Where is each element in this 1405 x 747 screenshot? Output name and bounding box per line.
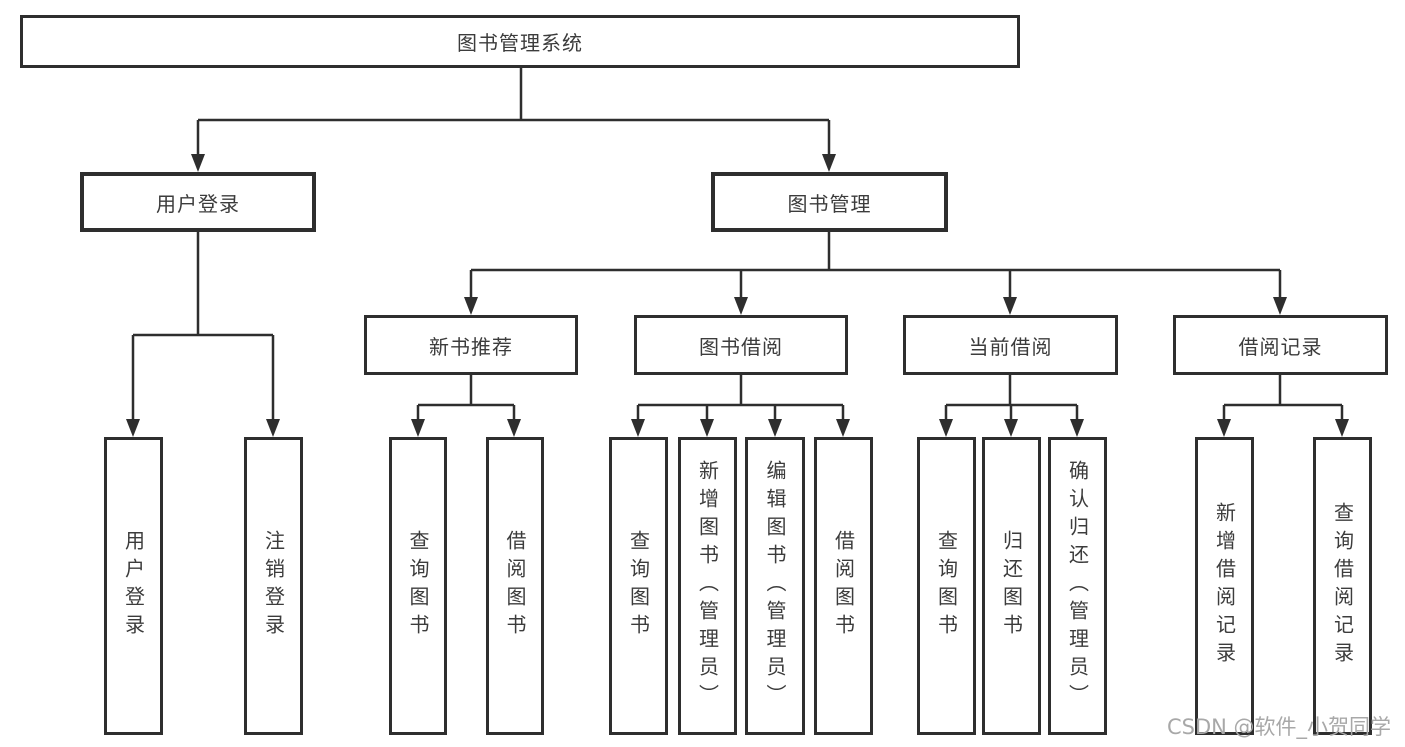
connector-current-borrow-to-leaves bbox=[944, 375, 1079, 421]
leaf-borrow-books-recommend: 借阅图书 bbox=[486, 437, 544, 735]
leaf-query-borrow-record: 查询借阅记录 bbox=[1313, 437, 1372, 735]
leaf-edit-books-admin-label: 编辑图书（管理员） bbox=[763, 460, 787, 712]
node-new-book-recommend: 新书推荐 bbox=[364, 315, 578, 375]
leaf-user-login-label: 用户登录 bbox=[121, 530, 146, 642]
node-current-borrow: 当前借阅 bbox=[903, 315, 1118, 375]
leaf-add-borrow-record: 新增借阅记录 bbox=[1195, 437, 1254, 735]
connector-root-to-level2 bbox=[196, 68, 831, 157]
node-current-borrow-label: 当前借阅 bbox=[968, 334, 1053, 359]
arrowhead bbox=[266, 419, 280, 437]
node-borrow-records: 借阅记录 bbox=[1173, 315, 1388, 375]
leaf-query-books-recommend-label: 查询图书 bbox=[406, 530, 430, 642]
arrowhead bbox=[768, 419, 782, 437]
connector-book-management-to-level3 bbox=[469, 232, 1282, 299]
arrowhead bbox=[464, 297, 478, 315]
leaf-return-books: 归还图书 bbox=[982, 437, 1041, 735]
watermark: CSDN @软件_小贺同学 bbox=[1167, 715, 1392, 739]
arrowhead bbox=[191, 154, 205, 172]
arrowhead bbox=[411, 419, 425, 437]
arrowhead bbox=[1217, 419, 1231, 437]
arrowhead bbox=[700, 419, 714, 437]
arrowhead bbox=[1273, 297, 1287, 315]
leaf-confirm-return-admin-label: 确认归还（管理员） bbox=[1065, 460, 1090, 712]
leaf-query-books-current: 查询图书 bbox=[917, 437, 976, 735]
node-root: 图书管理系统 bbox=[20, 15, 1020, 68]
leaf-add-books-admin-label: 新增图书（管理员） bbox=[695, 460, 720, 712]
node-book-borrow-label: 图书借阅 bbox=[699, 334, 783, 359]
leaf-query-borrow-record-label: 查询借阅记录 bbox=[1330, 502, 1355, 670]
leaf-query-books-borrow: 查询图书 bbox=[609, 437, 668, 735]
leaf-borrow-books-recommend-label: 借阅图书 bbox=[503, 530, 527, 642]
node-borrow-records-label: 借阅记录 bbox=[1238, 334, 1323, 359]
connector-new-book-to-leaves bbox=[416, 375, 516, 421]
leaf-borrow-books: 借阅图书 bbox=[814, 437, 873, 735]
leaf-query-books-recommend: 查询图书 bbox=[389, 437, 447, 735]
arrowhead bbox=[1335, 419, 1349, 437]
node-user-login-label: 用户登录 bbox=[156, 191, 240, 216]
node-book-management: 图书管理 bbox=[711, 172, 948, 232]
node-book-management-label: 图书管理 bbox=[787, 191, 872, 216]
arrowhead bbox=[734, 297, 748, 315]
arrowhead bbox=[822, 154, 836, 172]
leaf-borrow-books-label: 借阅图书 bbox=[831, 530, 856, 642]
leaf-logout: 注销登录 bbox=[244, 437, 303, 735]
arrowhead bbox=[126, 419, 140, 437]
leaf-query-books-current-label: 查询图书 bbox=[934, 530, 959, 642]
node-root-label: 图书管理系统 bbox=[457, 31, 583, 55]
arrowhead bbox=[507, 419, 521, 437]
connector-user-login-to-leaves bbox=[131, 232, 275, 421]
leaf-edit-books-admin: 编辑图书（管理员） bbox=[745, 437, 805, 735]
leaf-return-books-label: 归还图书 bbox=[999, 530, 1024, 642]
node-book-borrow: 图书借阅 bbox=[634, 315, 848, 375]
leaf-add-borrow-record-label: 新增借阅记录 bbox=[1212, 502, 1237, 670]
arrowhead bbox=[1003, 297, 1017, 315]
node-user-login: 用户登录 bbox=[80, 172, 316, 232]
connector-borrow-records-to-leaves bbox=[1222, 375, 1344, 421]
leaf-user-login: 用户登录 bbox=[104, 437, 163, 735]
arrowhead bbox=[939, 419, 953, 437]
leaf-confirm-return-admin: 确认归还（管理员） bbox=[1048, 437, 1107, 735]
leaf-add-books-admin: 新增图书（管理员） bbox=[678, 437, 737, 735]
arrowhead bbox=[631, 419, 645, 437]
leaf-query-books-borrow-label: 查询图书 bbox=[626, 530, 651, 642]
leaf-logout-label: 注销登录 bbox=[261, 530, 286, 642]
arrowhead bbox=[1004, 419, 1018, 437]
arrowhead bbox=[1070, 419, 1084, 437]
node-new-book-recommend-label: 新书推荐 bbox=[429, 334, 513, 359]
connector-book-borrow-to-leaves bbox=[636, 375, 845, 421]
arrowhead bbox=[836, 419, 850, 437]
